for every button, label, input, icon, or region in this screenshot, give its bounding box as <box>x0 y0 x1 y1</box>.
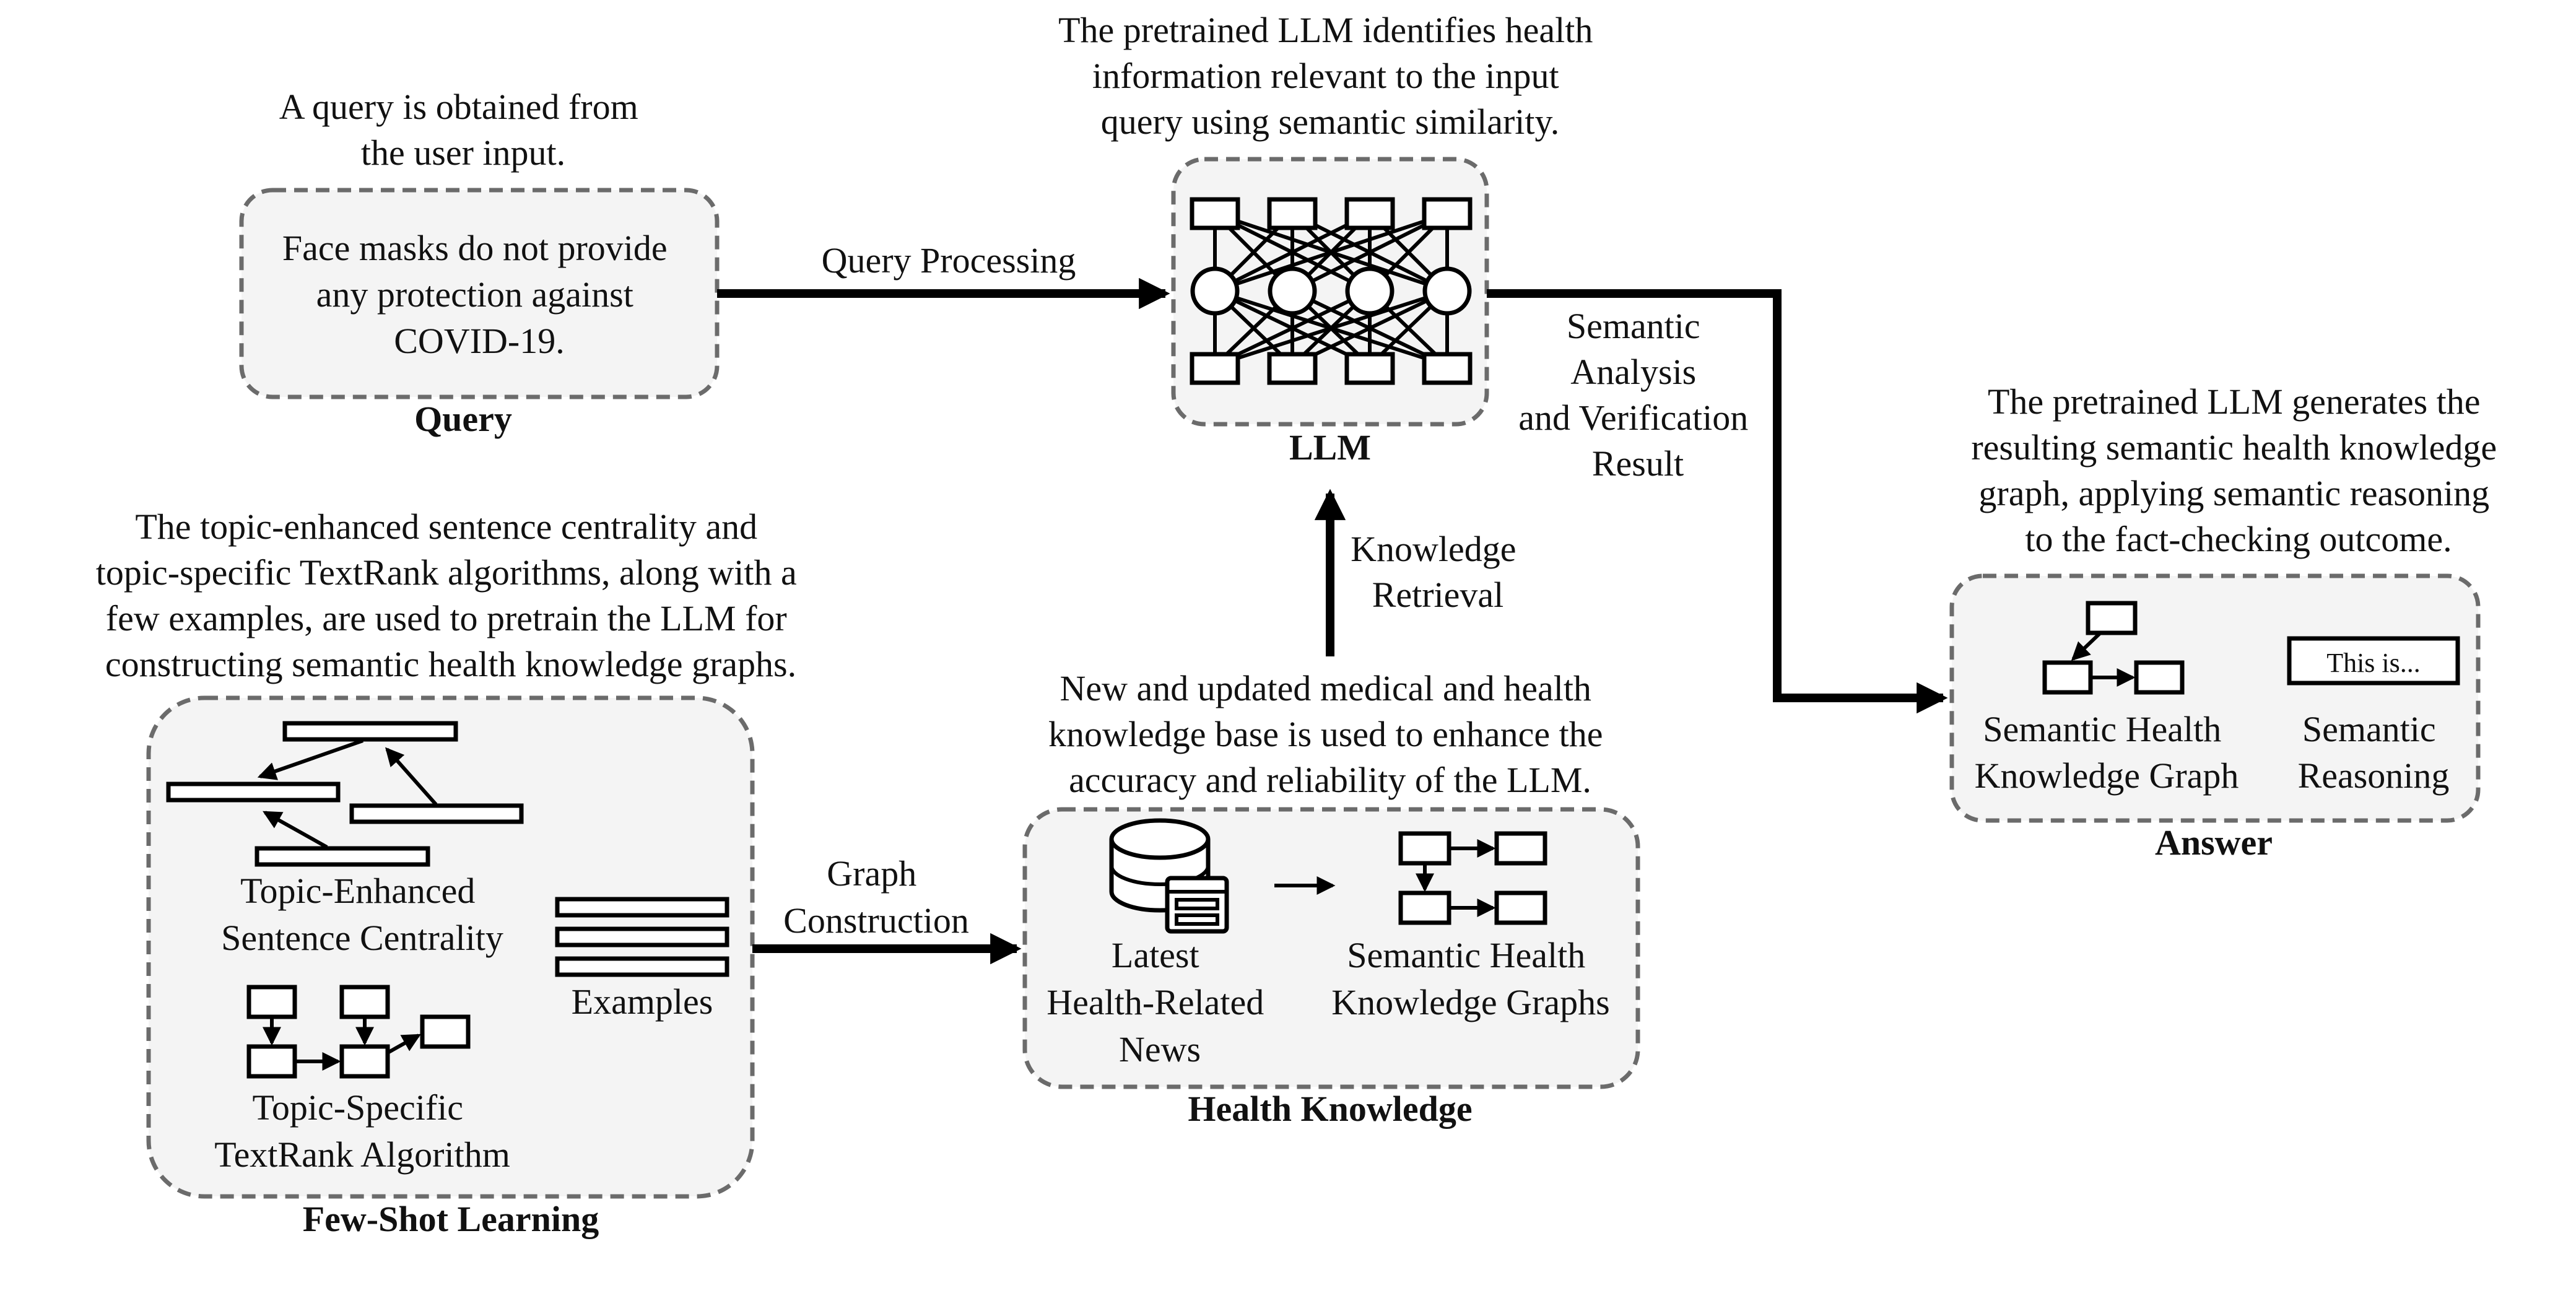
llm-caption-line-1: The pretrained LLM identifies health <box>1058 10 1593 50</box>
semantic-analysis-label-line-1: Semantic <box>1567 306 1700 346</box>
answer-caption-line-3: graph, applying semantic reasoning <box>1978 473 2489 513</box>
answer-graph-label-line-2: Knowledge Graph <box>1975 755 2239 796</box>
textrank-label: Topic-Specific TextRank Algorithm <box>214 1087 510 1175</box>
graph-construction-label-line-2: Construction <box>783 900 969 941</box>
knowledge-graphs-icon <box>1398 831 1547 925</box>
graphs-label: Semantic Health Knowledge Graphs <box>1331 935 1609 1022</box>
news-label-line-2: Health-Related <box>1046 982 1264 1022</box>
answer-caption-line-4: to the fact-checking outcome. <box>2025 519 2452 559</box>
knowledge-retrieval-edge: Knowledge Retrieval <box>1314 489 1525 656</box>
llm-caption-line-2: information relevant to the input <box>1092 56 1559 96</box>
semantic-reasoning-text-box <box>2287 636 2460 686</box>
graph-construction-edge: Graph Construction <box>752 853 1022 965</box>
semantic-analysis-label: Semantic Analysis and Verification Resul… <box>1518 306 1757 484</box>
llm-to-answer-arrow <box>1487 289 1948 714</box>
few-shot-label: Few-Shot Learning <box>303 1199 599 1239</box>
llm-caption-line-3: query using semantic similarity. <box>1101 102 1559 142</box>
answer-node: The pretrained LLM generates the resulti… <box>1949 381 2505 863</box>
few-shot-box <box>146 695 755 1199</box>
answer-caption-line-2: resulting semantic health knowledge <box>1971 427 2497 468</box>
news-label-line-3: News <box>1119 1029 1201 1069</box>
semantic-analysis-edge: Semantic Analysis and Verification Resul… <box>1487 289 1948 714</box>
few-shot-caption-line-4: constructing semantic health knowledge g… <box>105 644 796 684</box>
semantic-health-knowledge-graph-icon <box>2042 601 2185 695</box>
few-shot-caption-line-1: The topic-enhanced sentence centrality a… <box>135 507 757 547</box>
centrality-label-line-1: Topic-Enhanced <box>240 871 475 911</box>
centrality-label: Topic-Enhanced Sentence Centrality <box>221 871 503 958</box>
query-caption: A query is obtained from the user input. <box>279 87 647 173</box>
answer-reasoning-label: Semantic Reasoning <box>2298 709 2450 796</box>
database-icon <box>1109 818 1229 934</box>
query-caption-line-1: A query is obtained from <box>279 87 638 127</box>
graphs-label-line-2: Knowledge Graphs <box>1331 982 1609 1022</box>
query-text-line-3: COVID-19. <box>394 321 564 361</box>
query-text: Face masks do not provide any protection… <box>282 228 676 361</box>
query-processing-label: Query Processing <box>822 240 1076 281</box>
llm-label: LLM <box>1289 427 1371 468</box>
health-knowledge-caption-line-3: accuracy and reliability of the LLM. <box>1069 760 1591 800</box>
news-label-line-1: Latest <box>1112 935 1199 975</box>
sentence-centrality-icon <box>166 721 524 867</box>
semantic-reasoning-box-text: This is... <box>2326 648 2421 678</box>
graph-construction-label: Graph Construction <box>783 853 969 941</box>
query-label: Query <box>414 399 512 439</box>
query-text-line-1: Face masks do not provide <box>282 228 668 268</box>
query-box <box>239 188 720 399</box>
graphs-label-line-1: Semantic Health <box>1347 935 1585 975</box>
answer-caption: The pretrained LLM generates the resulti… <box>1971 381 2505 559</box>
health-knowledge-caption: New and updated medical and health knowl… <box>1048 668 1612 800</box>
knowledge-retrieval-label-line-1: Knowledge <box>1351 529 1516 569</box>
query-processing-edge: Query Processing <box>717 240 1170 310</box>
neural-network-icon <box>1190 197 1473 385</box>
answer-reasoning-label-line-1: Semantic <box>2302 709 2436 749</box>
answer-caption-line-1: The pretrained LLM generates the <box>1988 381 2481 422</box>
textrank-graph-icon <box>246 985 471 1079</box>
health-knowledge-caption-line-1: New and updated medical and health <box>1060 668 1591 708</box>
health-knowledge-caption-line-2: knowledge base is used to enhance the <box>1048 714 1603 754</box>
query-node: A query is obtained from the user input.… <box>239 87 720 439</box>
few-shot-caption-line-2: topic-specific TextRank algorithms, alon… <box>96 552 797 593</box>
semantic-analysis-label-line-4: Result <box>1592 443 1684 484</box>
answer-reasoning-label-line-2: Reasoning <box>2298 755 2450 796</box>
examples-label: Examples <box>572 982 713 1022</box>
textrank-label-line-2: TextRank Algorithm <box>214 1134 510 1175</box>
few-shot-learning-node: The topic-enhanced sentence centrality a… <box>96 507 806 1239</box>
answer-label: Answer <box>2155 822 2273 863</box>
textrank-label-line-1: Topic-Specific <box>252 1087 463 1128</box>
few-shot-caption-line-3: few examples, are used to pretrain the L… <box>106 598 787 638</box>
knowledge-retrieval-label: Knowledge Retrieval <box>1351 529 1525 615</box>
llm-node: The pretrained LLM identifies health inf… <box>1058 10 1602 468</box>
centrality-label-line-2: Sentence Centrality <box>221 918 503 958</box>
semantic-analysis-label-line-3: and Verification <box>1518 398 1748 438</box>
health-knowledge-node: New and updated medical and health knowl… <box>1022 668 1640 1129</box>
answer-graph-label: Semantic Health Knowledge Graph <box>1975 709 2239 796</box>
answer-graph-label-line-1: Semantic Health <box>1983 709 2221 749</box>
news-label: Latest Health-Related News <box>1046 935 1273 1069</box>
query-text-line-2: any protection against <box>316 274 633 315</box>
llm-caption: The pretrained LLM identifies health inf… <box>1058 10 1602 142</box>
query-caption-line-2: the user input. <box>361 133 565 173</box>
health-knowledge-label: Health Knowledge <box>1188 1089 1472 1129</box>
graph-construction-label-line-1: Graph <box>827 853 916 894</box>
few-shot-caption: The topic-enhanced sentence centrality a… <box>96 507 806 684</box>
semantic-analysis-label-line-2: Analysis <box>1570 352 1696 392</box>
knowledge-retrieval-label-line-2: Retrieval <box>1372 575 1504 615</box>
examples-icon <box>555 897 729 977</box>
